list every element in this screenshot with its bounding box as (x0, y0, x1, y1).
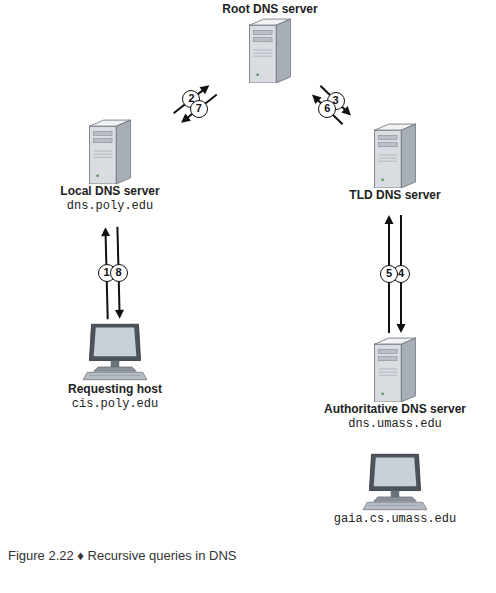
step-number: 8 (110, 264, 128, 282)
computer-icon (83, 322, 147, 382)
host-node: gaia.cs.umass.edu (330, 452, 460, 532)
node-title: Authoritative DNS server (324, 402, 466, 417)
host-name: cis.poly.edu (72, 397, 158, 412)
arrow-head (199, 85, 209, 94)
arrow-head (397, 324, 406, 333)
server-icon (374, 122, 416, 188)
node-title: TLD DNS server (349, 188, 440, 203)
step-number: 5 (380, 265, 398, 283)
figure-caption: Figure 2.22 ♦ Recursive queries in DNS (8, 548, 488, 563)
node-title: Local DNS server (60, 184, 159, 199)
step-number: 7 (190, 100, 208, 118)
server-node: Local DNS serverdns.poly.edu (45, 118, 175, 224)
server-icon (374, 336, 416, 402)
step-number: 6 (318, 100, 336, 118)
arrow-head (181, 114, 191, 123)
server-node: Root DNS server (200, 2, 340, 88)
server-node: Authoritative DNS serverdns.umass.edu (315, 336, 475, 436)
node-title: Requesting host (68, 382, 162, 397)
server-node: TLD DNS server (330, 122, 460, 212)
server-icon (89, 118, 131, 184)
server-icon (249, 17, 291, 83)
host-node: Requesting hostcis.poly.edu (50, 322, 180, 418)
arrow-head (341, 106, 351, 116)
host-name: dns.poly.edu (67, 199, 153, 214)
arrow-head (115, 310, 124, 319)
host-name: dns.umass.edu (348, 417, 442, 432)
arrow-head (101, 227, 110, 236)
computer-icon (363, 452, 427, 512)
host-name: gaia.cs.umass.edu (334, 512, 456, 527)
node-title: Root DNS server (222, 2, 317, 17)
arrow-head (385, 215, 394, 224)
